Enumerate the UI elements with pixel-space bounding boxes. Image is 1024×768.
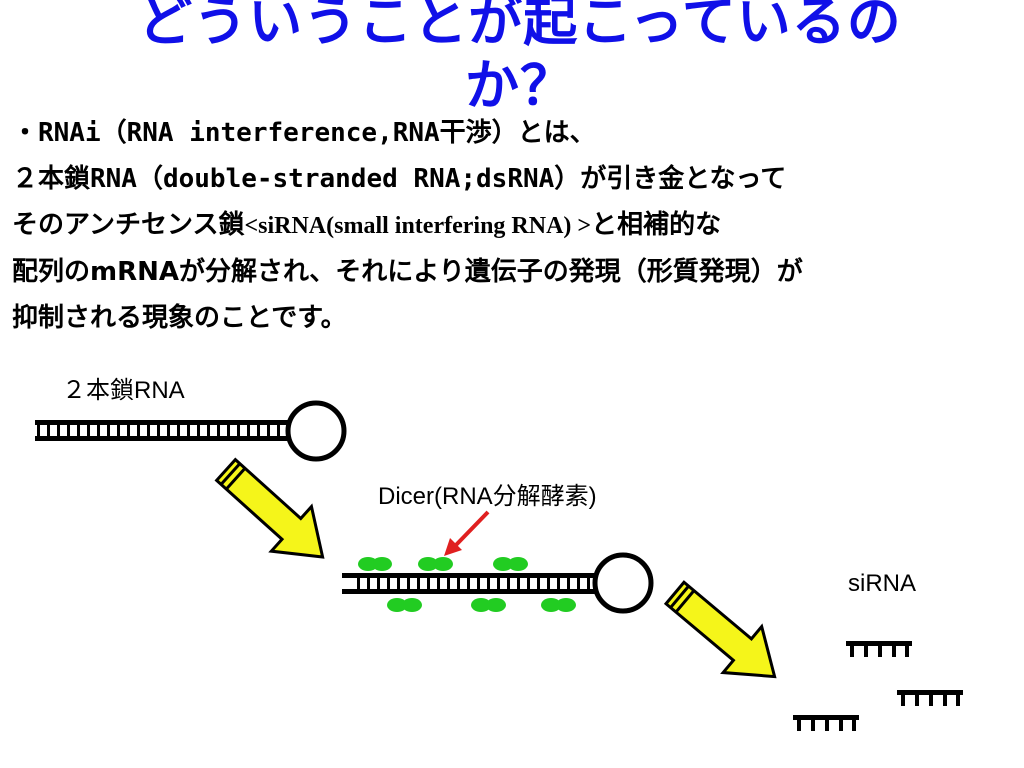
process-arrow-2 bbox=[663, 580, 777, 679]
sirna-definition: <siRNA(small interfering RNA) > bbox=[244, 213, 592, 239]
paragraph-line-4: 配列のmRNAが分解され、それにより遺伝子の発現（形質発現）が bbox=[12, 257, 803, 287]
sirna-fragment-1 bbox=[846, 641, 912, 657]
sirna-fragment-2 bbox=[897, 690, 963, 706]
paragraph-line-3-start: そのアンチセンス鎖 bbox=[12, 210, 245, 240]
dsrna-strand-top bbox=[35, 420, 288, 425]
paragraph-line-3-end: と相補的な bbox=[591, 210, 722, 240]
sirna-fragment-3 bbox=[793, 715, 859, 731]
dicer-enzymes-top bbox=[358, 557, 528, 571]
explanation-paragraph: ・RNAi（RNA interference,RNA干渉）とは、 ２本鎖RNA（… bbox=[12, 110, 1012, 341]
dicer-complex bbox=[342, 552, 654, 614]
process-arrow-1 bbox=[214, 457, 325, 559]
dsrna-hairpin bbox=[35, 400, 347, 462]
dsrna-base-pairs bbox=[37, 424, 287, 437]
dicer-pointer-arrow bbox=[444, 510, 490, 556]
paragraph-line-5: 抑制される現象のことです。 bbox=[12, 303, 347, 333]
dicer-label: Dicer(RNA分解酵素) bbox=[378, 483, 597, 510]
paragraph-line-1: ・RNAi（RNA interference,RNA干渉）とは、 bbox=[12, 118, 596, 148]
slide-title: どういうことが起こっているのか？ bbox=[138, 0, 902, 117]
cleaved-loop bbox=[592, 552, 654, 614]
dsrna-loop bbox=[285, 400, 347, 462]
sirna-label: siRNA bbox=[848, 570, 917, 597]
cleaved-base-pairs bbox=[355, 577, 593, 590]
dsrna-strand-bottom bbox=[35, 436, 288, 441]
dicer-enzymes-bottom bbox=[387, 598, 576, 612]
paragraph-line-3: そのアンチセンス鎖<siRNA(small interfering RNA) >… bbox=[12, 202, 1012, 249]
paragraph-line-2: ２本鎖RNA（double-stranded RNA;dsRNA）が引き金となっ… bbox=[12, 164, 787, 194]
cleaved-strand-top bbox=[342, 573, 595, 578]
cleaved-strand-bottom bbox=[342, 589, 595, 594]
dsrna-label: ２本鎖RNA bbox=[62, 377, 185, 404]
